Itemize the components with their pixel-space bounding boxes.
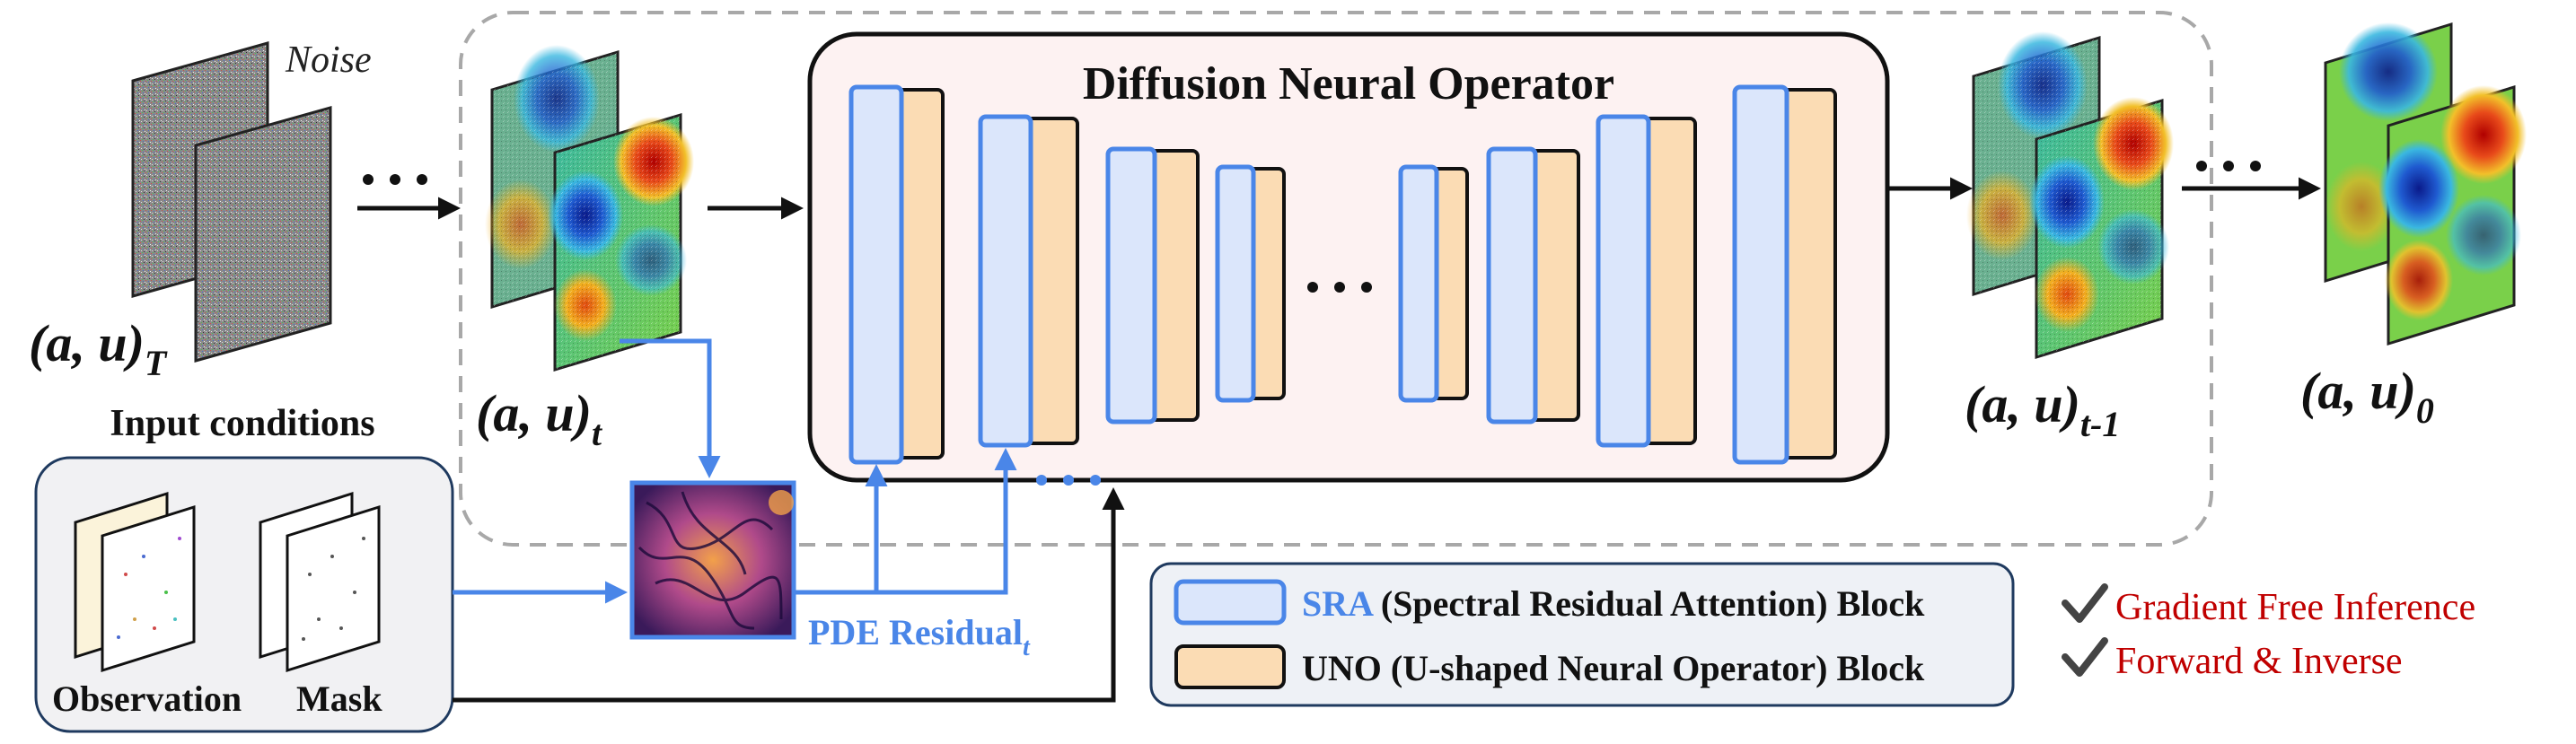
feature-1-text: Gradient Free Inference: [2115, 587, 2475, 628]
observation-images: [74, 491, 196, 673]
feature-1: Gradient Free Inference: [2062, 583, 2475, 628]
uno-block-2: [1025, 117, 1079, 445]
uno-block-8: [1781, 88, 1837, 460]
sra-block-4: [1215, 164, 1256, 403]
legend-sra-swatch: [1174, 579, 1287, 626]
sra-block-6: [1486, 146, 1538, 425]
residual-connectors: [453, 338, 1017, 604]
pde-residual-heatmap: [629, 480, 796, 640]
operator-title: Diffusion Neural Operator: [1083, 58, 1614, 109]
feature-2-text: Forward & Inverse: [2115, 641, 2403, 682]
state-0-label: (a, u)0: [2300, 362, 2434, 431]
sra-block-3: [1105, 146, 1157, 425]
uno-block-6: [1530, 149, 1580, 422]
final-field-images-0: [2324, 22, 2527, 346]
uno-block-7: [1643, 117, 1697, 445]
check-icon: [2062, 637, 2108, 677]
ellipsis-dots-1: [363, 174, 427, 185]
legend-sra-text: SRA (Spectral Residual Attention) Block: [1302, 583, 1925, 624]
diffusion-step-region: [459, 11, 2213, 547]
sra-block-7: [1596, 114, 1651, 448]
denoised-field-images-t-1: [1966, 31, 2174, 360]
observation-label: Observation: [52, 678, 242, 719]
noise-label: Noise: [285, 39, 372, 81]
input-conditions-title: Input conditions: [110, 403, 374, 444]
mask-label: Mask: [296, 678, 382, 719]
sra-block-1: [848, 84, 904, 465]
state-t-label: (a, u)t: [476, 384, 603, 453]
sra-block-2: [978, 114, 1033, 448]
state-t-minus-1-label: (a, u)t-1: [1965, 375, 2120, 444]
ellipsis-dots-2: [2196, 161, 2261, 171]
check-icon: [2062, 583, 2108, 623]
operator-blocks: [848, 84, 1837, 465]
sra-block-5: [1398, 164, 1439, 403]
legend-uno-text: UNO (U-shaped Neural Operator) Block: [1302, 648, 1925, 688]
legend-uno-swatch: [1174, 644, 1286, 689]
uno-block-3: [1149, 149, 1200, 422]
mask-images: [259, 491, 381, 673]
uno-block-1: [896, 88, 945, 460]
feature-2: Forward & Inverse: [2062, 637, 2403, 682]
ellipsis-dots-residual: [1036, 475, 1101, 486]
noisy-field-images-t: [485, 45, 694, 372]
state-T-label: (a, u)T: [29, 314, 168, 383]
noise-images: [131, 41, 332, 363]
sra-block-8: [1732, 84, 1789, 465]
pde-residual-label: PDE Residualt: [808, 612, 1031, 661]
condition-connector: [453, 487, 1125, 703]
legend-panel: [1149, 562, 2015, 707]
ellipsis-dots-blocks: [1307, 282, 1372, 293]
